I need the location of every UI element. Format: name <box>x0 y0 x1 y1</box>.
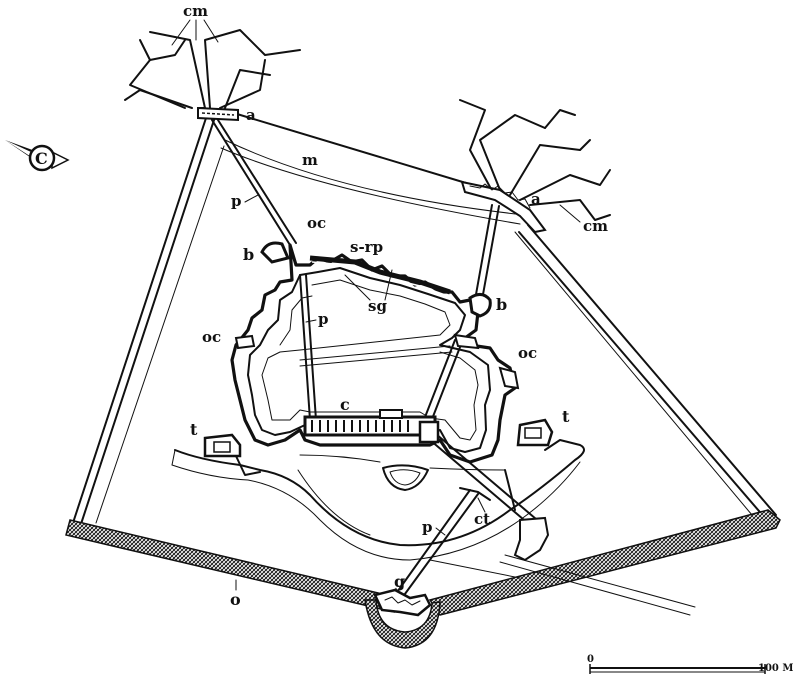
road <box>504 554 696 608</box>
compass-letter: C <box>35 149 48 168</box>
label-p-mid: p <box>318 310 329 328</box>
label-oc-top: oc <box>307 214 326 232</box>
label-t-right: t <box>562 407 570 426</box>
label-cm-top: cm <box>183 2 208 20</box>
label-cm-right: cm <box>583 217 608 235</box>
leader-sg <box>344 269 393 301</box>
fort-body <box>230 241 520 464</box>
ravelin-left <box>197 106 239 122</box>
leader-cm <box>171 19 219 46</box>
label-b-right: b <box>496 295 507 314</box>
leader-p-top <box>244 194 259 203</box>
gate-work <box>373 588 432 617</box>
leader-p-mid <box>305 319 317 323</box>
label-a-right: a <box>531 190 541 208</box>
label-a-left: a <box>246 106 256 124</box>
tower-left <box>203 433 261 476</box>
label-g: g <box>394 572 405 591</box>
leader-cm-right <box>559 204 581 223</box>
countermines-left <box>124 29 301 109</box>
outer-ditch <box>65 509 781 649</box>
ravelin-right <box>460 180 547 234</box>
label-s-rp: s-rp <box>350 238 383 256</box>
label-oc-left: oc <box>202 328 221 346</box>
scale-bar: 0 100 M <box>587 654 793 674</box>
compass-arrow-icon: C <box>5 140 70 172</box>
leader-ct <box>477 497 486 513</box>
label-p-bottom: p <box>422 518 433 536</box>
gorge <box>171 439 585 561</box>
countermines-right <box>459 99 611 221</box>
barracks <box>303 409 440 444</box>
leader-p-bottom <box>435 527 446 536</box>
label-t-left: t <box>190 420 198 439</box>
label-p-top: p <box>231 192 242 210</box>
label-oc-right: oc <box>518 344 537 362</box>
label-o: o <box>230 590 241 609</box>
outer-enclosure <box>69 113 777 533</box>
label-c: c <box>340 395 350 414</box>
scale-end: 100 M <box>758 663 793 674</box>
scale-start: 0 <box>587 654 594 665</box>
road <box>499 561 691 616</box>
label-b-left: b <box>243 245 254 264</box>
tower-right <box>516 418 554 447</box>
label-ct: ct <box>474 510 490 528</box>
label-sg: sg <box>368 297 387 315</box>
outwork-right <box>459 469 550 562</box>
label-m: m <box>302 151 318 169</box>
